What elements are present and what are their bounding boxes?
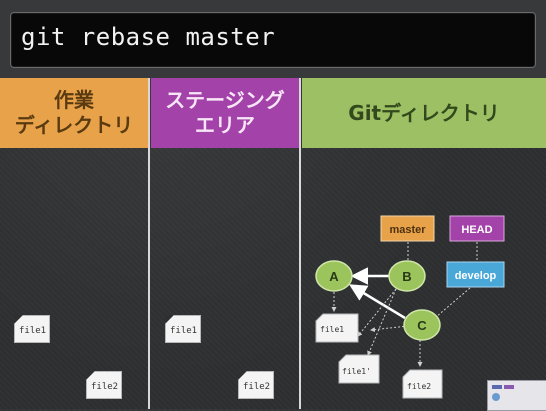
- head-ref-box: [449, 215, 505, 242]
- commit-b-label: B: [402, 269, 411, 284]
- commit-a-label: A: [329, 269, 339, 284]
- git-file2-label: file2: [407, 382, 431, 391]
- column-divider-2: [299, 78, 301, 409]
- thumbnail-mark-2: [504, 385, 514, 389]
- head-ref-label: HEAD: [461, 224, 492, 236]
- git-file1-label: file1: [320, 325, 344, 334]
- command-text: git rebase master: [21, 23, 276, 51]
- stage-file2-label: file2: [243, 382, 271, 392]
- header-git-line1: Gitディレクトリ: [348, 100, 500, 125]
- thumbnail-mark-3: [492, 393, 500, 401]
- c-to-a-arrow: [349, 284, 406, 320]
- stage-file2: file2: [238, 371, 274, 399]
- commit-c-label: C: [417, 318, 427, 333]
- work-file2-label: file2: [91, 382, 119, 392]
- git-file1-prime: file1': [338, 354, 380, 384]
- git-file1-prime-label: file1': [342, 367, 371, 376]
- master-ref-box: [380, 215, 435, 242]
- column-divider-1: [148, 78, 150, 409]
- commit-b: [388, 260, 426, 292]
- develop-to-c-line: [435, 287, 471, 318]
- git-file2: file2: [402, 369, 443, 399]
- header-staging-area: ステージング エリア: [151, 78, 299, 148]
- command-display: git rebase master: [10, 12, 536, 68]
- header-staging-line1: ステージング: [165, 88, 285, 112]
- c-to-file1-line: [370, 325, 409, 333]
- command-band: git rebase master: [0, 0, 546, 78]
- develop-ref-label: develop: [455, 270, 497, 282]
- work-file2: file2: [86, 371, 122, 399]
- develop-ref-box: [446, 261, 505, 288]
- header-working-directory: 作業 ディレクトリ: [0, 78, 148, 148]
- header-staging-line2: エリア: [195, 113, 255, 137]
- work-file1-label: file1: [19, 326, 47, 336]
- git-file1: file1: [315, 313, 359, 343]
- header-git-directory: Gitディレクトリ: [302, 78, 546, 148]
- commit-a: [315, 260, 353, 292]
- commit-c: [403, 309, 441, 341]
- stage-file1: file1: [165, 315, 201, 343]
- stage-file1-label: file1: [170, 326, 198, 336]
- thumbnail-mark-1: [492, 385, 502, 389]
- master-ref-label: master: [389, 224, 426, 236]
- work-file1: file1: [14, 315, 50, 343]
- header-working-line1: 作業: [54, 88, 94, 112]
- header-working-line2: ディレクトリ: [14, 113, 134, 137]
- slide-thumbnail[interactable]: [487, 380, 546, 411]
- b-to-file1-line: [357, 288, 397, 337]
